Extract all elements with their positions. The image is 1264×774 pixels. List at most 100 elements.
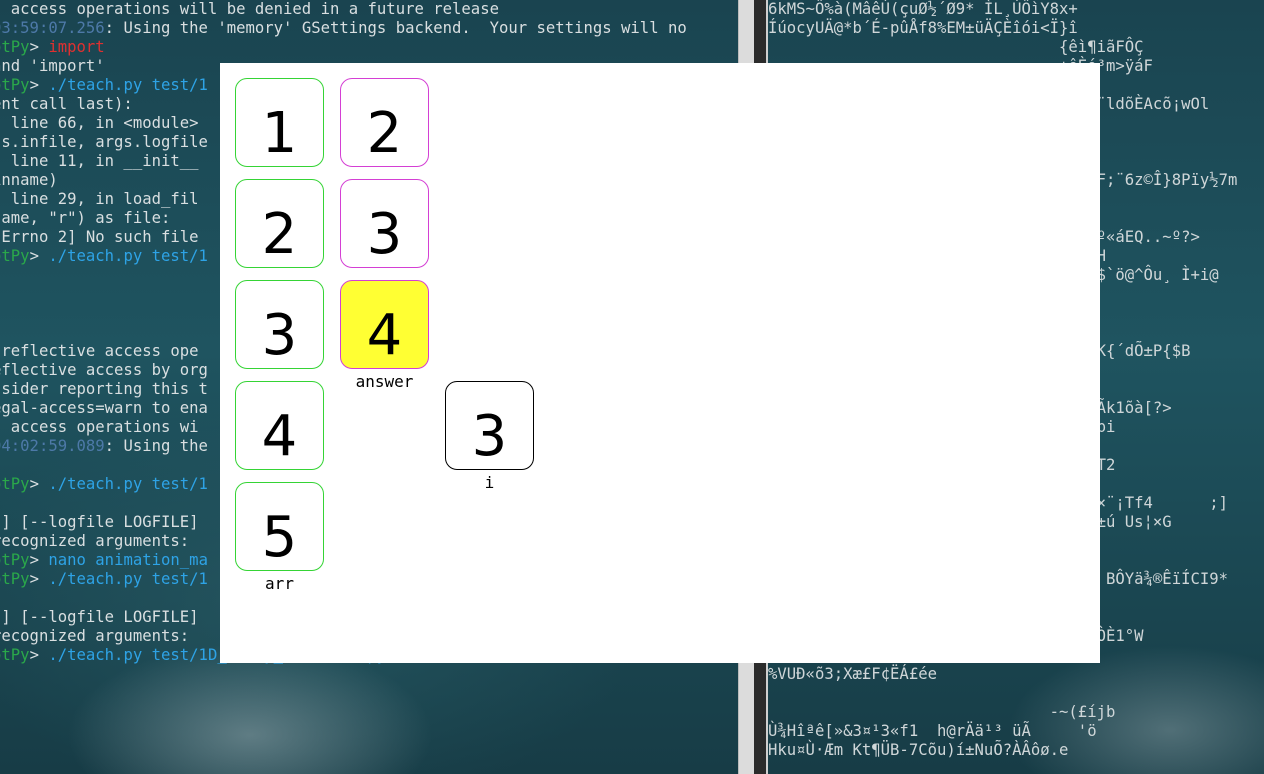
- terminal-text: >: [29, 247, 49, 265]
- terminal-text: nsider reporting this t: [0, 380, 208, 398]
- terminal-text: l access operations wi: [0, 418, 199, 436]
- terminal-text: >: [29, 38, 49, 56]
- terminal-text: : Using the 'memory' GSettings backend. …: [104, 19, 687, 37]
- arr-cell: 4: [235, 381, 324, 470]
- terminal-line: Ù¾Hîªê[»&3¤¹3«f1 h@rÄä¹³ üÃ 'ö: [768, 722, 1097, 740]
- terminal-text: ./teach.py test/1: [48, 76, 208, 94]
- terminal-line: l access operations wi: [0, 418, 738, 437]
- terminal-text: nano: [48, 551, 96, 569]
- terminal-text: ent call last):: [0, 95, 133, 113]
- terminal-line: recognized arguments:: [0, 627, 738, 646]
- terminal-line: reflective access ope: [0, 342, 738, 361]
- terminal-line: %VUÐ«õ3;Xæ£F¢ËÁ£ée: [768, 665, 937, 683]
- terminal-line: ÕK{´dÕ±P{$B: [1087, 342, 1191, 360]
- terminal-text: l access operations will be denied in a …: [0, 0, 499, 18]
- terminal-line: egal-access=warn to ena: [0, 399, 738, 418]
- terminal-text: inname): [0, 171, 58, 189]
- terminal-line: and 'import': [0, 57, 738, 76]
- terminal-line: 03:59:07.256: Using the 'memory' GSettin…: [0, 19, 738, 38]
- terminal-text: >: [29, 76, 49, 94]
- terminal-text: ./teach.py test/1: [48, 570, 208, 588]
- terminal-text: >: [29, 551, 49, 569]
- terminal-line: Hku¤Ù·Æm Kt¶ÜB-7Cõu)í±NuÕ?ÀÂôø.e: [768, 741, 1069, 759]
- arr-cell: 1: [235, 78, 324, 167]
- terminal-text: >: [29, 475, 49, 493]
- terminal-text: name, "r") as file:: [0, 209, 171, 227]
- terminal-line: 04:02:59.089: Using the: [0, 437, 738, 456]
- terminal-line: 6kMS~Ô%à(MâêÙ(çuØ½´Ø9* ÌL¸ÙÔìY8x+: [768, 0, 1078, 18]
- terminal-line: name, "r") as file:: [0, 209, 738, 228]
- arr-cell: 2: [235, 179, 324, 268]
- variable-i-label: i: [484, 473, 495, 492]
- terminal-line: íÒÈ1°W: [1087, 627, 1144, 645]
- terminal-text: : Using the: [104, 437, 208, 455]
- terminal-text: egal-access=warn to ena: [0, 399, 208, 417]
- arr-cell: 5: [235, 482, 324, 571]
- terminal-line: [768, 684, 1264, 703]
- answer-cell: 3: [340, 179, 429, 268]
- terminal-line: nsider reporting this t: [0, 380, 738, 399]
- arr-label: arr: [265, 574, 294, 593]
- terminal-line: ent call last):: [0, 95, 738, 114]
- terminal-text: , line 66, in <module>: [0, 114, 199, 132]
- terminal-line: {êì¶iãFÔÇ: [768, 38, 1144, 56]
- terminal-text: reflective access ope: [0, 342, 199, 360]
- variable-i-box: 3: [445, 381, 534, 470]
- terminal-line: recognized arguments:: [0, 532, 738, 551]
- terminal-left-pane[interactable]: l access operations will be denied in a …: [0, 0, 738, 774]
- terminal-line: Z$`ö@^Ôu¸ Ì+i@: [1087, 266, 1219, 284]
- terminal-text: h] [--logfile LOGFILE]: [0, 513, 199, 531]
- visualization-window[interactable]: 1 2 3 4 5 arr 2 3 4 answer 3 i: [220, 63, 1100, 663]
- answer-cell-highlighted: 4: [340, 280, 429, 369]
- terminal-text: gs.infile, args.logfile: [0, 133, 208, 151]
- terminal-line: , line 29, in load_fil: [0, 190, 738, 209]
- terminal-line: þ¨ldõÈAcõ¡wOl: [1087, 95, 1210, 113]
- terminal-line: [Errno 2] No such file: [0, 228, 738, 247]
- answer-cell: 2: [340, 78, 429, 167]
- terminal-text: import: [48, 38, 105, 56]
- terminal-line: , line 11, in __init__: [0, 152, 738, 171]
- terminal-line: eflective access by org: [0, 361, 738, 380]
- terminal-line: , line 66, in <module>: [0, 114, 738, 133]
- terminal-text: >: [29, 570, 49, 588]
- terminal-text: recognized arguments:: [0, 532, 190, 550]
- terminal-text: 04:02:59.089: [0, 437, 105, 455]
- terminal-text: recognized arguments:: [0, 627, 190, 645]
- terminal-line: gs.infile, args.logfile: [0, 133, 738, 152]
- answer-label: answer: [355, 372, 414, 391]
- terminal-line: inname): [0, 171, 738, 190]
- terminal-text: animation_ma: [95, 551, 208, 569]
- terminal-text: ./teach.py test/1: [48, 475, 208, 493]
- terminal-text: , line 11, in __init__: [0, 152, 199, 170]
- terminal-line: Xº«áEQ..~º?>: [1087, 228, 1200, 246]
- terminal-text: ./teach.py test/1: [48, 247, 208, 265]
- terminal-text: h] [--logfile LOGFILE]: [0, 608, 199, 626]
- terminal-text: 03:59:07.256: [0, 19, 105, 37]
- terminal-line: Ñ×¨¡Tf4 ;]: [1087, 494, 1229, 512]
- terminal-line: h] [--logfile LOGFILE]: [0, 608, 738, 627]
- terminal-text: [Errno 2] No such file: [0, 228, 199, 246]
- terminal-line: ¹Ãk1õà[?>: [1087, 399, 1172, 417]
- terminal-text: >: [29, 646, 49, 664]
- terminal-text: , line 29, in load_fil: [0, 190, 199, 208]
- terminal-line: gF;¨6z©Î}8Pïy½7m: [1087, 171, 1238, 189]
- terminal-line: l access operations will be denied in a …: [0, 0, 738, 19]
- terminal-line: -~(£íjb: [768, 703, 1116, 721]
- terminal-line: ÍúocyUÄ@*b´É-pûÅf8%EM±üÄÇÈîói<Ï}î: [768, 19, 1078, 37]
- terminal-text: eflective access by org: [0, 361, 208, 379]
- terminal-line: h] [--logfile LOGFILE]: [0, 513, 738, 532]
- arr-cell: 3: [235, 280, 324, 369]
